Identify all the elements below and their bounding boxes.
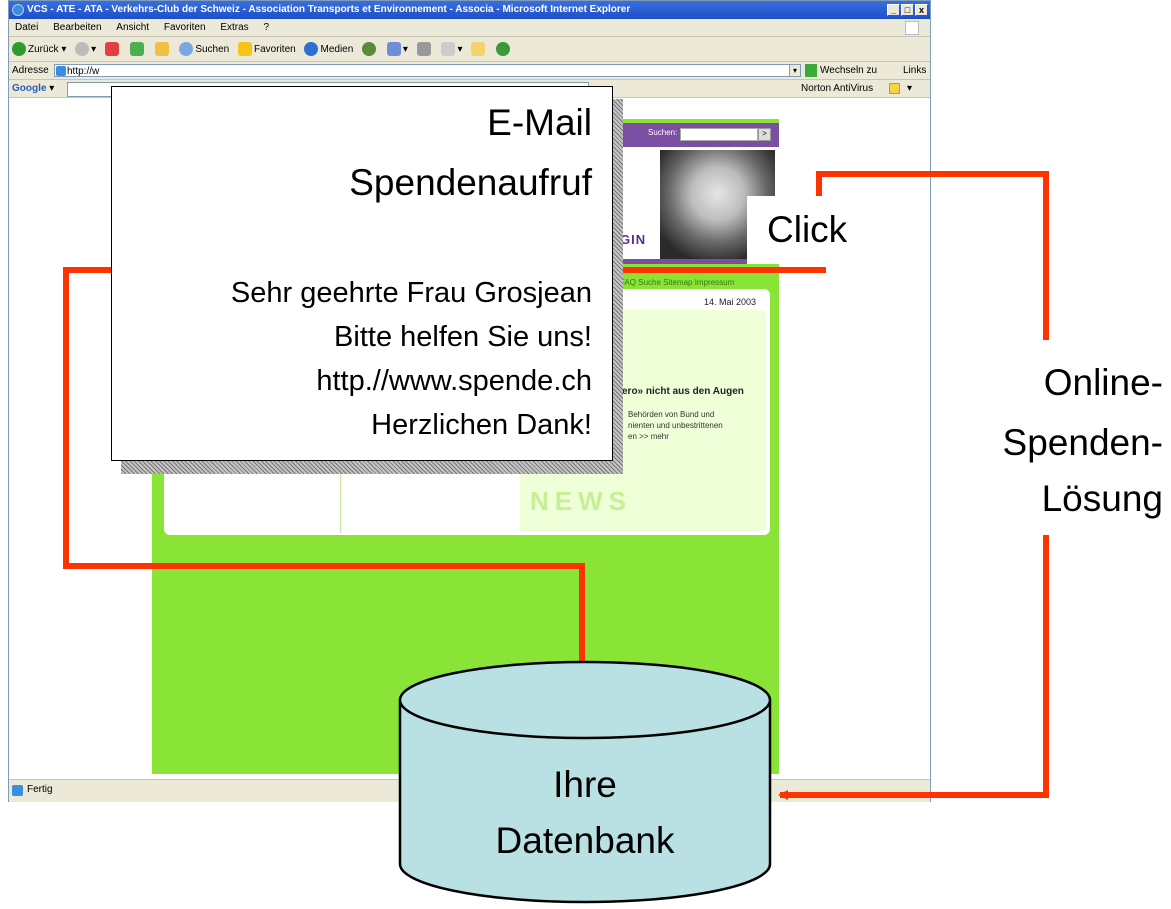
back-arrow-icon <box>12 42 26 57</box>
menu-help[interactable]: ? <box>263 22 270 33</box>
media-icon <box>304 42 319 57</box>
email-callout: E-Mail Spendenaufruf Sehr geehrte Frau G… <box>111 86 613 461</box>
forward-arrow-icon <box>75 42 90 57</box>
star-icon <box>238 42 253 57</box>
home-button[interactable] <box>154 42 171 57</box>
window-title: VCS - ATE - ATA - Verkehrs-Club der Schw… <box>27 4 631 15</box>
website-nav-links[interactable]: FAQ Suche Sitemap Impressum <box>620 278 735 287</box>
address-value: http://w <box>67 66 100 77</box>
menu-datei[interactable]: Datei <box>15 22 39 33</box>
links-button[interactable]: Links <box>903 65 927 76</box>
go-arrow-icon[interactable] <box>805 64 817 77</box>
menu-bearbeiten[interactable]: Bearbeiten <box>53 22 102 33</box>
title-bar: VCS - ATE - ATA - Verkehrs-Club der Schw… <box>9 1 930 19</box>
click-to-solution-line <box>816 171 1049 340</box>
website-teaser-line: nienten und unbestrittenen <box>628 421 723 430</box>
menu-extras[interactable]: Extras <box>220 22 249 33</box>
edit-icon <box>441 42 456 57</box>
website-divider <box>340 455 341 533</box>
mail-icon <box>386 42 401 57</box>
messenger-button[interactable] <box>496 42 512 57</box>
website-teaser-more-link[interactable]: en >> mehr <box>628 432 669 441</box>
close-button[interactable]: x <box>915 4 928 16</box>
solution-label-line3: Lösung <box>1041 478 1163 519</box>
favorites-button[interactable]: Favoriten <box>238 42 296 57</box>
google-logo[interactable]: Google <box>12 83 47 94</box>
database-label-line2: Datenbank <box>495 820 675 861</box>
click-label: Click <box>747 196 887 264</box>
stop-button[interactable] <box>104 42 121 57</box>
search-label: Suchen <box>195 44 230 55</box>
refresh-icon <box>129 42 144 57</box>
database-body <box>398 700 772 904</box>
print-button[interactable] <box>416 42 433 57</box>
page-icon <box>56 66 66 76</box>
back-button[interactable]: Zurück ▾ <box>12 42 66 57</box>
solution-label-line2: Spenden- <box>1002 422 1163 463</box>
favorites-label: Favoriten <box>254 44 296 55</box>
status-text: Fertig <box>27 784 53 795</box>
print-icon <box>416 42 431 57</box>
internet-explorer-icon <box>12 4 24 16</box>
windows-flag-icon <box>905 21 919 35</box>
norton-antivirus-button[interactable]: Norton AntiVirus <box>801 83 874 94</box>
website-news-label: NEWS <box>530 486 632 516</box>
search-button[interactable]: Suchen <box>179 42 230 57</box>
database-cylinder <box>398 660 772 904</box>
back-label: Zurück <box>28 44 59 55</box>
stop-icon <box>104 42 119 57</box>
norton-icon <box>889 83 900 94</box>
menu-bar: Datei Bearbeiten Ansicht Favoriten Extra… <box>9 19 930 37</box>
solution-to-database-line <box>778 535 1049 800</box>
history-icon <box>362 42 377 57</box>
folder-button[interactable] <box>471 42 487 57</box>
mail-button[interactable]: ▾ <box>386 42 408 57</box>
messenger-icon <box>496 42 511 57</box>
menu-ansicht[interactable]: Ansicht <box>116 22 150 33</box>
email-body-line: Herzlichen Dank! <box>371 409 592 441</box>
database-label-line1: Ihre <box>553 764 617 805</box>
edit-button[interactable]: ▾ <box>441 42 462 57</box>
forward-button[interactable]: ▾ <box>75 42 96 57</box>
website-header-rule <box>617 259 779 264</box>
menu-favoriten[interactable]: Favoriten <box>163 22 206 33</box>
status-page-icon <box>12 785 23 796</box>
solution-label-line1: Online- <box>1043 362 1163 403</box>
website-search-go-button[interactable]: > <box>758 128 771 141</box>
website-search-input[interactable] <box>680 128 758 141</box>
address-label: Adresse <box>12 65 49 76</box>
database-top <box>398 660 772 740</box>
email-title-line1: E-Mail <box>487 102 592 143</box>
address-dropdown-button[interactable]: ▾ <box>789 64 801 77</box>
maximize-button[interactable]: □ <box>901 4 914 16</box>
website-search-label: Suchen: <box>648 128 678 137</box>
email-link-line: http.//www.spende.ch <box>316 365 592 397</box>
norton-dropdown-icon[interactable]: ▾ <box>907 83 913 94</box>
search-icon <box>179 42 194 57</box>
website-news-headline[interactable]: ero» nicht aus den Augen <box>622 386 744 397</box>
history-button[interactable] <box>362 42 378 57</box>
media-label: Medien <box>320 44 354 55</box>
folder-icon <box>471 42 486 57</box>
home-icon <box>154 42 169 57</box>
media-button[interactable]: Medien <box>304 42 354 57</box>
website-date: 14. Mai 2003 <box>704 297 757 307</box>
address-bar: Adresse http://w ▾ Wechseln zu Links <box>9 62 930 80</box>
email-body-line: Sehr geehrte Frau Grosjean <box>230 277 592 309</box>
toolbar: Zurück ▾ ▾ Suchen Favoriten Medien ▾ ▾ <box>9 37 930 62</box>
go-button[interactable]: Wechseln zu <box>820 65 878 76</box>
email-title-line2: Spendenaufruf <box>349 162 592 203</box>
email-body-line: Bitte helfen Sie uns! <box>334 321 592 353</box>
minimize-button[interactable]: _ <box>887 4 900 16</box>
website-header-text: GIN <box>620 232 647 247</box>
website-teaser-line: Behörden von Bund und <box>628 410 715 419</box>
refresh-button[interactable] <box>129 42 146 57</box>
